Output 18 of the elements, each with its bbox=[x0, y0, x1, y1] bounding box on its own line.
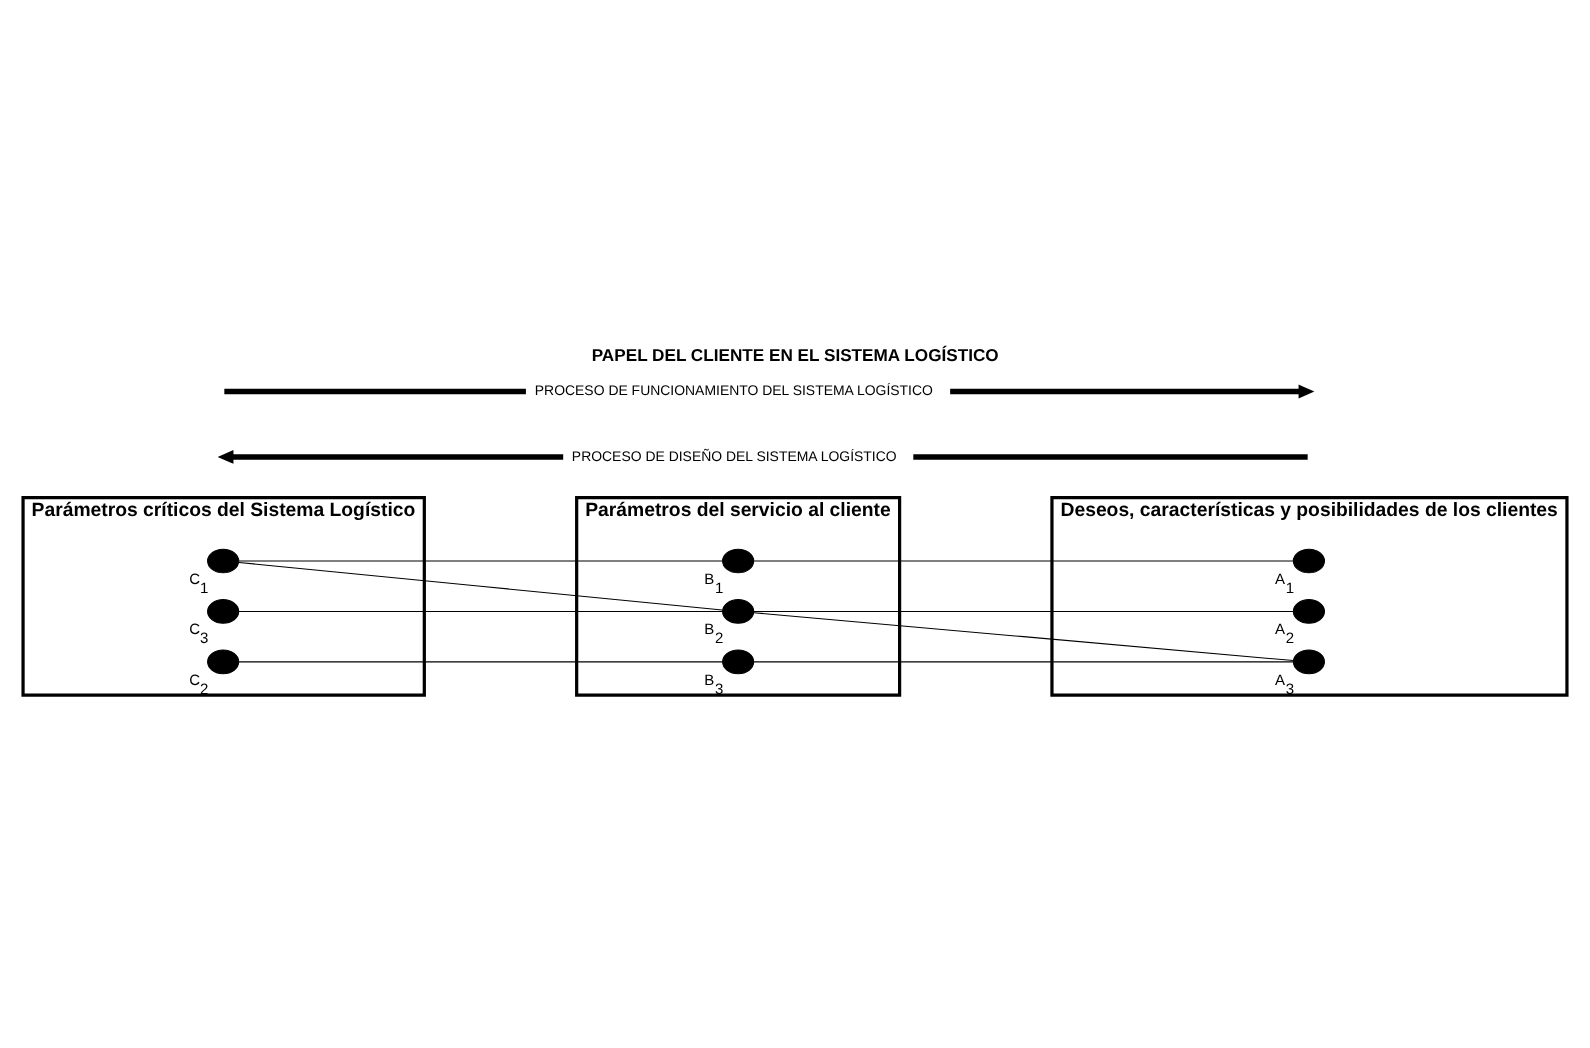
node-circle bbox=[722, 599, 755, 624]
connector bbox=[753, 560, 1294, 562]
node-circle bbox=[1292, 649, 1325, 675]
node-circle bbox=[207, 548, 240, 574]
connector bbox=[238, 661, 723, 663]
node-circle bbox=[207, 649, 240, 675]
connector bbox=[238, 561, 723, 611]
connector bbox=[238, 610, 723, 612]
connector bbox=[753, 610, 1294, 612]
connector bbox=[238, 560, 723, 562]
connector bbox=[753, 612, 1294, 662]
node-circle bbox=[207, 599, 240, 624]
diagram-title: PAPEL DEL CLIENTE EN EL SISTEMA LOGÍSTICO bbox=[591, 345, 999, 366]
connector bbox=[753, 661, 1294, 663]
node-circle bbox=[1292, 599, 1325, 624]
node-circle bbox=[1292, 548, 1325, 574]
node-circle bbox=[722, 649, 755, 675]
node-circle bbox=[722, 548, 755, 574]
